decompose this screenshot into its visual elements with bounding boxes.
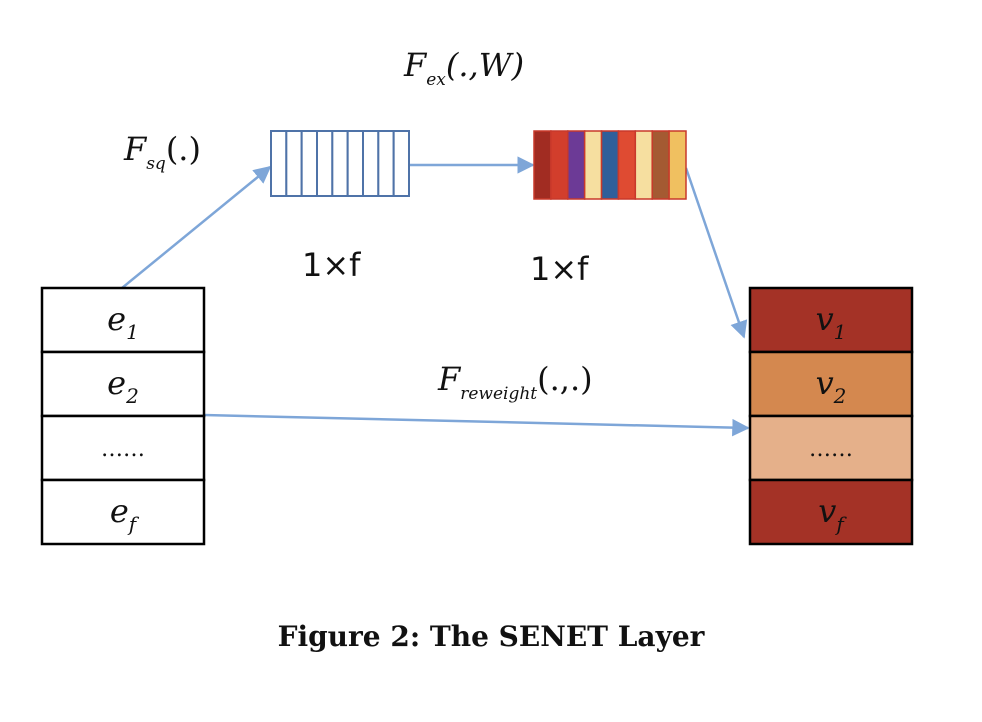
f-ex-label: Fex(.,W): [403, 46, 524, 90]
f-sq-symbol: F: [123, 130, 148, 168]
squeeze-arrow: [121, 165, 272, 289]
excitation-dimension-label: 1×f: [530, 250, 589, 288]
weight-cell: [567, 130, 586, 200]
input-embedding-row: [40, 414, 206, 482]
output-embedding-row: [748, 414, 914, 482]
f-sq-label: Fsq(.): [123, 130, 201, 174]
excitation-weight-vector: [533, 130, 687, 200]
weight-cell: [651, 130, 670, 200]
squeeze-cell: [392, 130, 410, 197]
weight-cell: [668, 130, 687, 200]
squeeze-cell: [270, 130, 288, 197]
f-ex-subscript: ex: [426, 70, 446, 90]
input-embedding-label: e2: [107, 364, 139, 408]
weight-cell: [617, 130, 637, 200]
squeeze-cell: [316, 130, 334, 197]
output-embedding-row: [748, 350, 914, 418]
f-sq-args: (.): [166, 130, 201, 168]
weight-cell: [550, 130, 569, 200]
f-sq-subscript: sq: [146, 154, 166, 174]
f-ex-args: (.,W): [446, 46, 524, 84]
input-embedding-label: e1: [107, 300, 139, 344]
f-reweight-symbol: F: [437, 360, 462, 398]
squeeze-cell: [377, 130, 395, 197]
output-embedding-label: ……: [809, 437, 853, 462]
f-ex-symbol: F: [403, 46, 428, 84]
weight-cell: [600, 130, 620, 200]
output-embedding-label: v1: [816, 300, 847, 344]
output-embedding-label: v2: [816, 364, 847, 408]
squeeze-cell: [362, 130, 380, 197]
squeeze-cell: [300, 130, 318, 197]
squeeze-cell: [346, 130, 364, 197]
weight-cell: [634, 130, 653, 200]
f-reweight-subscript: reweight: [460, 384, 537, 404]
figure-caption: Figure 2: The SENET Layer: [277, 620, 705, 653]
output-embedding-row: [748, 286, 914, 354]
squeeze-cell: [285, 130, 303, 197]
weight-cell: [583, 130, 603, 200]
scale-arrow: [684, 167, 748, 339]
squeeze-cell: [331, 130, 349, 197]
f-reweight-args: (.,.): [537, 360, 592, 398]
reweight-arrow: [203, 413, 750, 437]
input-embedding-row: [40, 478, 206, 546]
f-reweight-label: Freweight(.,.): [437, 360, 593, 404]
weight-cell: [533, 130, 552, 200]
output-embedding-row: [748, 478, 914, 546]
squeeze-dimension-label: 1×f: [302, 246, 361, 284]
squeeze-vector: [270, 130, 410, 197]
input-embedding-label: ……: [101, 437, 145, 462]
